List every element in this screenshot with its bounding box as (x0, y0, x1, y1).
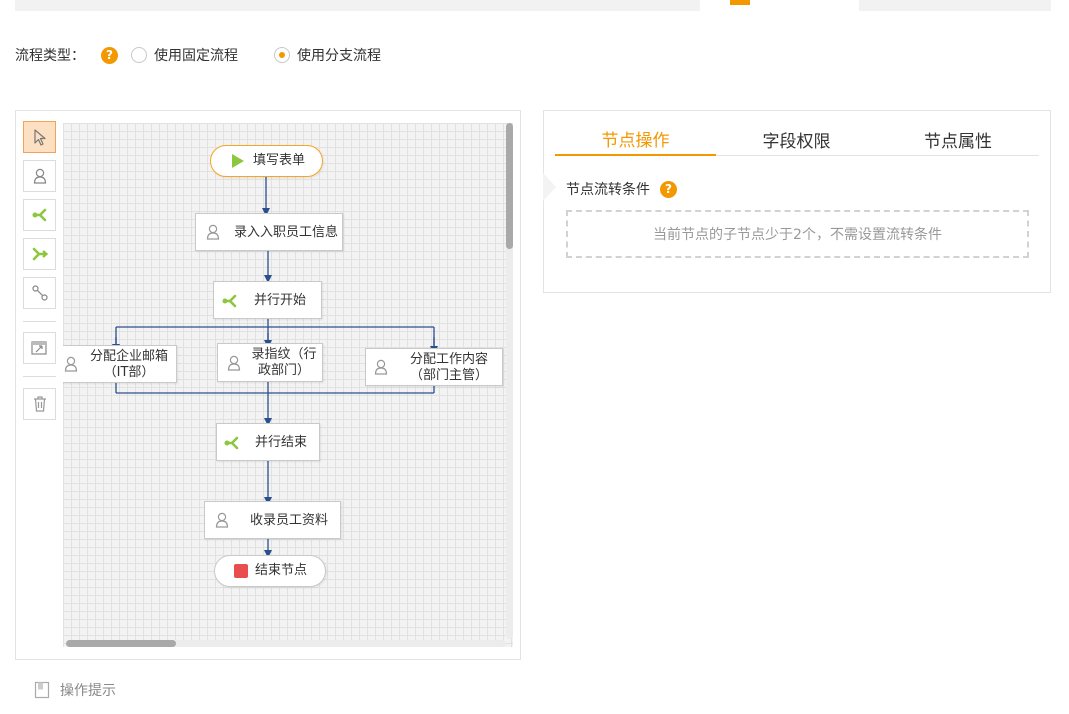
flow-node-label-line2: （部门主管） (409, 368, 488, 383)
top-tab-strip-left (15, 0, 700, 11)
tool-pointer[interactable] (23, 121, 56, 153)
condition-label-row: 节点流转条件 ? (566, 179, 677, 199)
flow-node-label-line2: （IT部） (103, 365, 155, 380)
help-icon[interactable]: ? (660, 180, 677, 198)
radio-branch-process[interactable]: 使用分支流程 (274, 45, 381, 65)
tool-connector[interactable] (23, 277, 56, 309)
tool-fork[interactable] (23, 199, 56, 231)
flow-node-label-line1: 分配工作内容 (409, 352, 488, 367)
flow-node-label-line1: 录指纹（行 (251, 347, 317, 362)
fork-icon (223, 434, 241, 452)
user-icon (63, 355, 79, 373)
flow-node-label: 收录员工资料 (249, 513, 328, 528)
flow-node-label: 并行结束 (254, 435, 307, 450)
edge-branches-join (115, 382, 435, 422)
panel-pointer (543, 173, 556, 201)
radio-fixed-process[interactable]: 使用固定流程 (131, 45, 238, 65)
flow-node-fork[interactable]: 并行开始 (213, 281, 322, 319)
help-icon[interactable]: ? (101, 46, 118, 64)
process-type-row: 流程类型： ? 使用固定流程 使用分支流程 (15, 44, 381, 66)
operation-tip-label: 操作提示 (60, 683, 116, 699)
flow-node-join[interactable]: 并行结束 (216, 423, 320, 461)
tool-user-node[interactable] (23, 160, 56, 192)
flow-canvas[interactable]: 填写表单 录入入职员工信息 并行开始 分配企业邮箱 （IT部） (63, 123, 513, 647)
flow-node-finger[interactable]: 录指纹（行 政部门） (217, 343, 323, 382)
fit-view-icon (30, 341, 47, 355)
join-icon (32, 247, 48, 261)
vertical-scroll-track (506, 123, 513, 639)
operation-tip-link[interactable]: 操作提示 (34, 680, 116, 700)
tab-node-operation[interactable]: 节点操作 (555, 123, 716, 156)
top-tab-strip-right (859, 0, 1051, 11)
horizontal-scrollbar[interactable] (66, 640, 176, 647)
toolbar-divider (23, 376, 56, 377)
flow-node-work[interactable]: 分配工作内容 （部门主管） (365, 348, 503, 386)
radio-label: 使用分支流程 (297, 48, 381, 64)
condition-label: 节点流转条件 (566, 182, 650, 198)
stop-icon (234, 564, 248, 578)
user-icon (205, 223, 221, 241)
flow-node-collect[interactable]: 收录员工资料 (204, 501, 341, 539)
flow-node-label: 录入入职员工信息 (233, 225, 338, 240)
vertical-scrollbar[interactable] (506, 123, 513, 249)
flow-node-entry[interactable]: 录入入职员工信息 (195, 213, 343, 251)
flow-designer: 填写表单 录入入职员工信息 并行开始 分配企业邮箱 （IT部） (15, 110, 521, 660)
tool-delete[interactable] (23, 388, 56, 420)
user-icon (373, 358, 389, 376)
radio-dot-selected[interactable] (274, 47, 290, 63)
radio-dot[interactable] (131, 47, 147, 63)
flow-node-label-line1: 分配企业邮箱 (89, 349, 168, 364)
flow-node-start[interactable]: 填写表单 (210, 145, 323, 177)
trash-icon (33, 396, 46, 412)
flow-node-label: 结束节点 (254, 563, 307, 578)
condition-placeholder: 当前节点的子节点少于2个，不需设置流转条件 (566, 210, 1029, 258)
properties-tabs: 节点操作 字段权限 节点属性 (555, 123, 1039, 156)
tab-field-permission[interactable]: 字段权限 (762, 132, 831, 152)
node-properties-panel: 节点操作 字段权限 节点属性 节点流转条件 ? 当前节点的子节点少于2个，不需设… (543, 110, 1051, 293)
tool-fit-view[interactable] (23, 332, 56, 364)
user-node-icon (33, 168, 46, 184)
flow-node-end[interactable]: 结束节点 (214, 555, 326, 587)
radio-label: 使用固定流程 (154, 48, 238, 64)
flow-node-label: 并行开始 (253, 293, 306, 308)
horizontal-scroll-track (66, 640, 506, 647)
tab-node-attributes[interactable]: 节点属性 (924, 132, 992, 152)
process-type-label: 流程类型： (15, 48, 85, 64)
top-tab-active-indicator (730, 0, 750, 5)
user-icon (226, 354, 242, 372)
book-icon (34, 681, 50, 699)
flow-edges (112, 177, 438, 558)
fork-icon (221, 292, 239, 310)
pointer-icon (33, 129, 46, 146)
play-icon (231, 153, 245, 169)
flow-node-label-line2: 政部门） (257, 363, 310, 378)
flow-node-mail[interactable]: 分配企业邮箱 （IT部） (63, 345, 177, 383)
user-icon (214, 511, 230, 529)
tool-join[interactable] (23, 238, 56, 270)
fork-icon (32, 208, 46, 222)
flow-node-label: 填写表单 (252, 153, 305, 168)
connector-icon (31, 285, 48, 301)
toolbar-divider (23, 321, 56, 322)
